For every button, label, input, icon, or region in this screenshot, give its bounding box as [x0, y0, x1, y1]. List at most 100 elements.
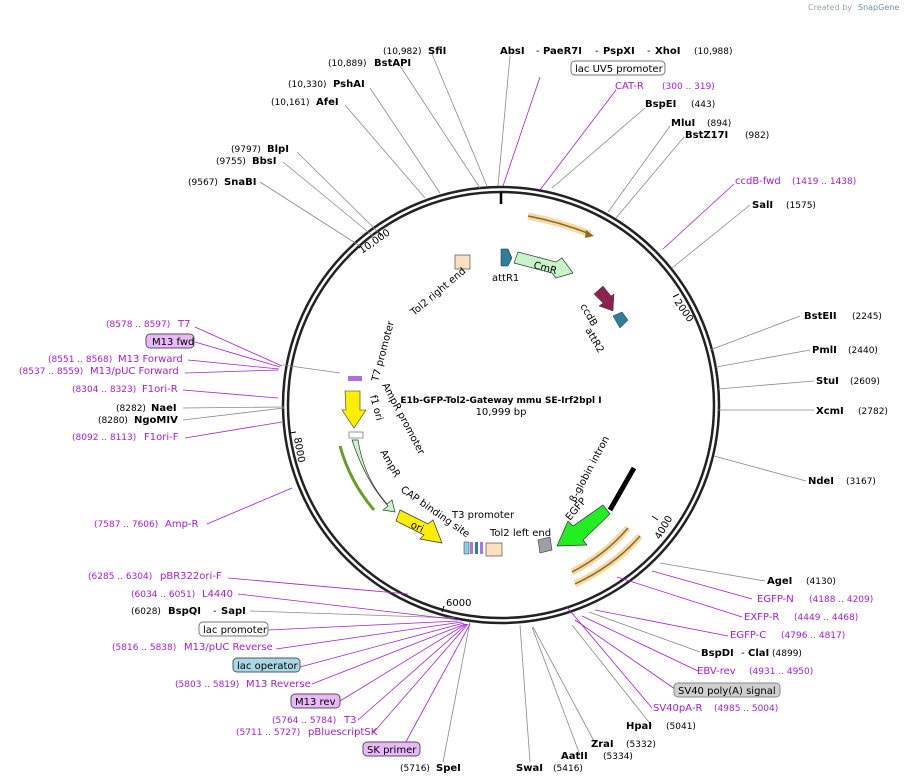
enzyme-BstZ17I-pos: (982) [745, 131, 769, 141]
enzyme-SalI[interactable]: SalI [752, 200, 773, 211]
plasmid-name: E1b-GFP-Tol2-Gateway mmu SE-Irf2bpl I [400, 396, 601, 406]
primer-Amp-R[interactable]: Amp-R [165, 519, 199, 530]
enzyme-NaeI[interactable]: NaeI [151, 403, 177, 414]
primer-leaders [182, 76, 753, 750]
primer-pBluescriptSK-range: (5711 .. 5727) [236, 728, 300, 738]
enzyme-BstAPI[interactable]: BstAPI [374, 58, 411, 69]
feature-M13-fwd[interactable]: M13 fwd [152, 337, 194, 348]
feature-EGFP-arrow [556, 504, 611, 547]
enzyme-BspQI[interactable]: BspQI [168, 606, 201, 617]
enzyme-XcmI[interactable]: XcmI [816, 406, 844, 417]
primer-pBR322ori-F[interactable]: pBR322ori-F [160, 571, 222, 582]
primer-F1ori-F[interactable]: F1ori-F [144, 432, 179, 443]
primer-pBluescriptSK[interactable]: pBluescriptSK [308, 727, 378, 738]
enzyme-NgoMIV[interactable]: NgoMIV [134, 415, 178, 426]
tick-6000 [441, 605, 445, 613]
enzyme-BspEI-pos: (443) [691, 100, 715, 110]
feature-f1ori-arrow [341, 390, 367, 429]
enzyme-MluI[interactable]: MluI [671, 118, 695, 129]
marker-T7 [348, 376, 362, 381]
feature-SK-primer[interactable]: SK primer [367, 745, 417, 756]
enzyme-NgoMIV-pos: (8280) [98, 416, 128, 426]
enzyme-StuI[interactable]: StuI [816, 376, 839, 387]
feature-box-sv40polyA [673, 682, 781, 698]
enzyme-SpeI-pos: (5716) [400, 764, 430, 774]
enzyme-ClaI[interactable]: ClaI [748, 648, 769, 659]
enzyme-NdeI[interactable]: NdeI [808, 476, 834, 487]
primer-CAT-R-range: (300 .. 319) [662, 82, 715, 92]
feature-M13-rev[interactable]: M13 rev [295, 697, 336, 708]
primer-EBV-rev[interactable]: EBV-rev [697, 666, 736, 677]
feature-ori: ori [409, 520, 425, 535]
primer-bar-lower-2-line [574, 535, 641, 585]
tick-2000 [672, 293, 680, 298]
marker-purple-1 [470, 542, 473, 554]
primer-CAT-R[interactable]: CAT-R [615, 81, 644, 92]
primer-ccdB-fwd[interactable]: ccdB-fwd [735, 176, 781, 187]
feature-box-lac-operator [232, 657, 301, 673]
enzyme-XhoI-pos: (10,988) [694, 47, 733, 57]
enzyme-ZraI-pos: (5332) [626, 740, 656, 750]
primer-M13pUC-Forward-range: (8537 .. 8559) [19, 367, 83, 377]
enzyme-SapI[interactable]: SapI [221, 606, 246, 617]
primer-T7[interactable]: T7 [177, 319, 190, 330]
primer-EGFP-C[interactable]: EGFP-C [730, 630, 766, 641]
enzyme-AfeI-pos: (10,161) [271, 98, 310, 108]
feature-box-lac-promoter [198, 621, 269, 637]
primer-bar-lower-1-line [571, 527, 629, 573]
primer-M13pUC-Forward[interactable]: M13/pUC Forward [90, 366, 179, 377]
feature-ccdB: ccdB [577, 302, 599, 329]
enzyme-ZraI[interactable]: ZraI [591, 739, 614, 750]
enzyme-BstEII[interactable]: BstEII [804, 311, 837, 322]
feature-lac-promoter[interactable]: lac promoter [203, 625, 268, 636]
enzyme-BbsI[interactable]: BbsI [252, 156, 276, 167]
primer-F1ori-F-range: (8092 .. 8113) [72, 433, 136, 443]
marker-teal [475, 542, 478, 554]
separator-1: - [536, 46, 540, 57]
enzyme-XhoI[interactable]: XhoI [655, 46, 680, 57]
enzyme-PshAI[interactable]: PshAI [333, 79, 365, 90]
enzyme-BspDI[interactable]: BspDI [701, 648, 734, 659]
feature-T7-promoter: T7 promoter [370, 319, 397, 384]
enzyme-HpaI[interactable]: HpaI [626, 721, 652, 732]
feature-AmpR-arrow [351, 439, 396, 513]
enzyme-SwaI[interactable]: SwaI [516, 763, 543, 774]
enzyme-AatII[interactable]: AatII [561, 751, 588, 762]
enzyme-BstZ17I[interactable]: BstZ17I [685, 130, 728, 141]
tick-10000 [377, 230, 382, 237]
enzyme-SpeI[interactable]: SpeI [436, 763, 461, 774]
feature-tol2-right-box [454, 254, 471, 270]
feature-lacUV5-promoter[interactable]: lac UV5 promoter [575, 64, 664, 75]
primer-M13-Forward[interactable]: M13 Forward [118, 354, 183, 365]
credit-created-by: Created by [808, 3, 852, 12]
enzyme-BlpI[interactable]: BlpI [267, 144, 289, 155]
feature-attR1: attR1 [492, 273, 519, 284]
primer-M13pUC-Reverse[interactable]: M13/pUC Reverse [184, 642, 273, 653]
enzyme-BspEI[interactable]: BspEI [645, 99, 676, 110]
enzyme-AfeI[interactable]: AfeI [316, 97, 339, 108]
primer-EXFP-R[interactable]: EXFP-R [744, 612, 779, 623]
enzyme-AbsI[interactable]: AbsI [500, 46, 525, 57]
enzyme-SfiI[interactable]: SfiI [428, 46, 446, 57]
enzyme-BlpI-pos: (9797) [231, 145, 261, 155]
primer-ccdB-fwd-range: (1419 .. 1438) [792, 177, 856, 187]
enzyme-AgeI[interactable]: AgeI [767, 576, 792, 587]
feature-tol2-left-end: Tol2 left end [489, 528, 551, 539]
primer-T3[interactable]: T3 [343, 715, 356, 726]
feature-lac-operator[interactable]: lac operator [237, 661, 298, 672]
feature-sv40-polyA-signal[interactable]: SV40 poly(A) signal [678, 686, 776, 697]
primer-EGFP-N[interactable]: EGFP-N [757, 594, 794, 605]
feature-f1-ori: f1 ori [367, 394, 384, 422]
primer-M13-Reverse[interactable]: M13 Reverse [246, 679, 311, 690]
primer-F1ori-R[interactable]: F1ori-R [142, 384, 178, 395]
marker-purple-2 [480, 542, 483, 554]
primer-SV40pA-R[interactable]: SV40pA-R [653, 703, 702, 714]
enzyme-PaeR7I[interactable]: PaeR7I [543, 46, 582, 57]
primer-EXFP-R-range: (4449 .. 4468) [794, 613, 858, 623]
separator-4: - [741, 648, 745, 659]
enzyme-PspXI[interactable]: PspXI [603, 46, 635, 57]
enzyme-PmlI[interactable]: PmlI [812, 345, 837, 356]
primer-L4440[interactable]: L4440 [202, 589, 233, 600]
enzyme-SnaBI[interactable]: SnaBI [224, 177, 256, 188]
